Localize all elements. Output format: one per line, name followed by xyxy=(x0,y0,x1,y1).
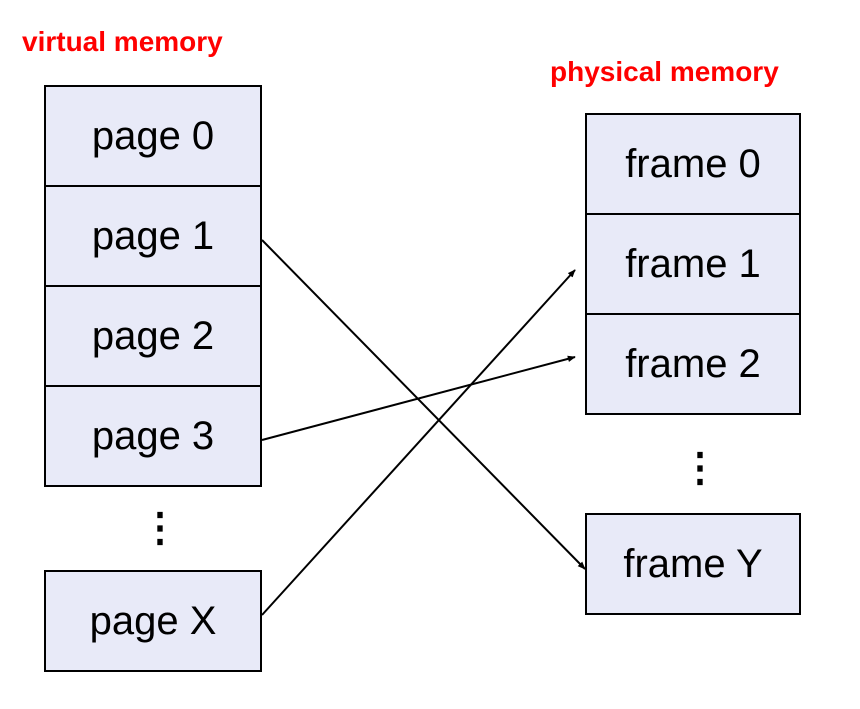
page-0-label: page 0 xyxy=(91,113,215,158)
physical-ellipsis: ⋮ xyxy=(680,446,720,490)
page-1-label: page 1 xyxy=(91,213,215,258)
page-3-label: page 3 xyxy=(91,413,215,458)
frame-2-box: frame 2 xyxy=(585,313,801,415)
frame-0-label: frame 0 xyxy=(625,141,761,186)
frame-y-label: frame Y xyxy=(623,541,763,586)
physical-memory-title: physical memory xyxy=(550,56,779,87)
page-2-box: page 2 xyxy=(44,285,262,387)
arrow-page-1-to-frame-y xyxy=(261,239,586,570)
arrow-page-x-to-frame-1 xyxy=(261,269,576,616)
page-2-label: page 2 xyxy=(91,313,215,358)
arrow-page-3-to-frame-2 xyxy=(261,355,576,441)
frame-1-box: frame 1 xyxy=(585,213,801,315)
frame-y-box: frame Y xyxy=(585,513,801,615)
virtual-memory-title: virtual memory xyxy=(22,26,223,57)
frame-1-label: frame 1 xyxy=(625,241,761,286)
frame-2-label: frame 2 xyxy=(625,341,761,386)
page-1-box: page 1 xyxy=(44,185,262,287)
virtual-ellipsis: ⋮ xyxy=(140,506,180,550)
page-0-box: page 0 xyxy=(44,85,262,187)
page-3-box: page 3 xyxy=(44,385,262,487)
page-x-box: page X xyxy=(44,570,262,672)
page-x-label: page X xyxy=(89,598,217,643)
frame-0-box: frame 0 xyxy=(585,113,801,215)
